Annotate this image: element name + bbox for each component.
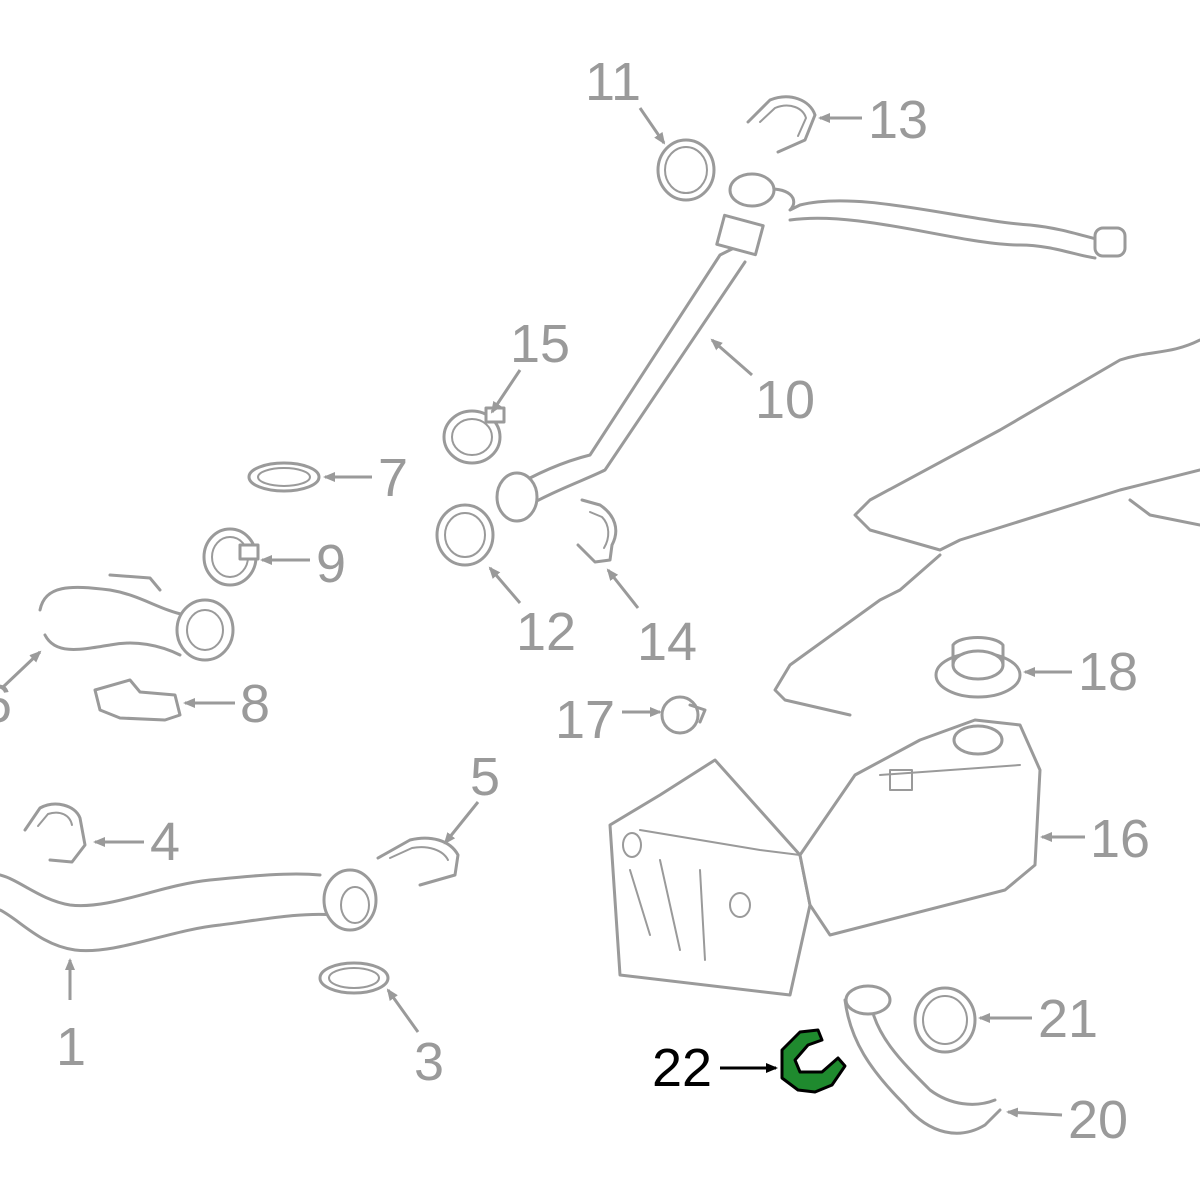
- callout-15: 15: [510, 314, 570, 374]
- callout-5: 5: [470, 747, 500, 807]
- part-18-cap[interactable]: [934, 636, 1022, 699]
- part-7-seal[interactable]: [247, 461, 321, 493]
- callout-3: 3: [414, 1032, 444, 1092]
- part-20-elbow-hose[interactable]: [843, 984, 1002, 1135]
- part-9-hose-clamp[interactable]: [202, 527, 260, 587]
- callout-9: 9: [316, 534, 346, 594]
- callout-labels: 1 3 4 5 6 7 8 9 10 11 12 13 14 15 16 17 …: [0, 52, 1150, 1150]
- callout-17: 17: [555, 690, 615, 750]
- callout-16: 16: [1090, 809, 1150, 869]
- part-22-highlighted-clip[interactable]: [780, 1028, 847, 1094]
- part-14-clip[interactable]: [576, 498, 618, 564]
- part-6-elbow-hose[interactable]: [38, 573, 235, 662]
- callout-7: 7: [378, 448, 408, 508]
- part-16-reservoir-tank[interactable]: [608, 718, 1042, 997]
- callout-8: 8: [240, 674, 270, 734]
- callout-22: 22: [652, 1038, 712, 1098]
- part-15-hose-clamp[interactable]: [442, 406, 506, 465]
- part-1-lower-hose[interactable]: [0, 868, 378, 953]
- callout-18: 18: [1078, 642, 1138, 702]
- callout-6: 6: [0, 674, 12, 734]
- part-10-upper-hose[interactable]: [495, 172, 1127, 523]
- part-4-clip[interactable]: [23, 802, 87, 864]
- part-5-clip[interactable]: [376, 836, 460, 887]
- callout-21: 21: [1038, 989, 1098, 1049]
- part-17-push-pin[interactable]: [660, 695, 707, 735]
- right-tube-line[interactable]: [773, 338, 1200, 717]
- callout-10: 10: [755, 370, 815, 430]
- part-3-seal[interactable]: [318, 961, 390, 995]
- part-11-o-ring[interactable]: [656, 138, 716, 202]
- callout-13: 13: [868, 90, 928, 150]
- part-12-o-ring[interactable]: [435, 503, 495, 567]
- callout-12: 12: [516, 602, 576, 662]
- callout-4: 4: [150, 812, 180, 872]
- callout-11: 11: [585, 52, 641, 112]
- part-8-clip[interactable]: [93, 678, 182, 722]
- callout-20: 20: [1068, 1090, 1128, 1150]
- part-21-o-ring[interactable]: [913, 986, 977, 1054]
- callout-1: 1: [56, 1017, 86, 1077]
- callout-14: 14: [637, 612, 697, 672]
- callout-leaders: [0, 107, 1085, 1118]
- part-13-clip[interactable]: [746, 95, 817, 154]
